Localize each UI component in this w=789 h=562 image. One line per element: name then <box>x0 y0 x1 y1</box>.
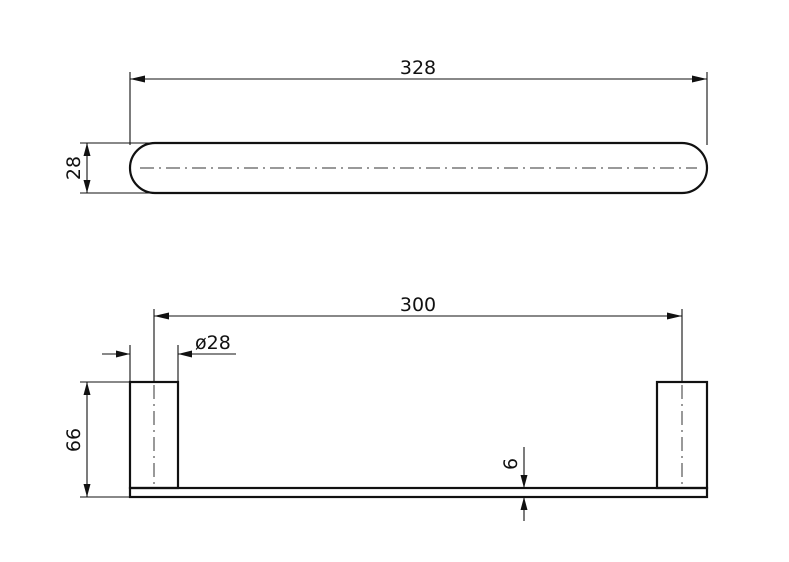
dim-height-66: 66 <box>63 381 130 498</box>
dim-length-328: 328 <box>129 57 708 145</box>
dim-thickness-label: 6 <box>500 458 522 470</box>
dim-thickness-6: 6 <box>500 447 528 521</box>
base-plate <box>128 486 709 499</box>
top-view-bar-outline <box>128 141 709 195</box>
dim-diameter-28: ø28 <box>102 332 236 382</box>
dim-diameter-label: ø28 <box>195 332 231 354</box>
dim-length-label: 328 <box>400 57 436 79</box>
dim-height-top-label: 28 <box>63 156 85 180</box>
dim-height-28: 28 <box>63 142 150 194</box>
front-view: 300 ø28 66 6 <box>63 294 709 521</box>
dim-span-label: 300 <box>400 294 436 316</box>
top-view: 328 28 <box>63 57 709 195</box>
dim-height-front-label: 66 <box>63 428 85 452</box>
dim-span-300: 300 <box>153 294 683 382</box>
